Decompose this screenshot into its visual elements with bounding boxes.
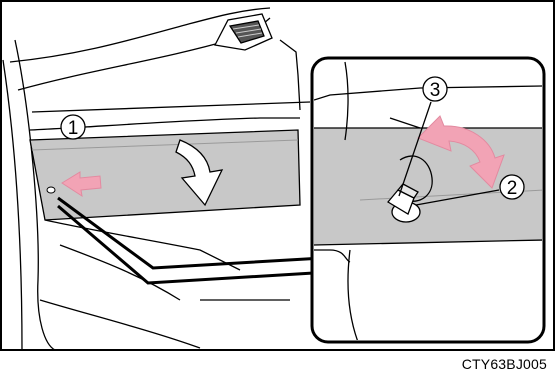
figure-code: CTY63BJ005 <box>462 356 547 372</box>
callout-2-label: 2 <box>507 178 518 199</box>
lower-dash <box>40 220 290 348</box>
inset-detail <box>312 58 544 342</box>
zoom-leader-lower <box>58 206 330 283</box>
door-line <box>3 60 22 350</box>
air-vent-icon <box>215 14 272 50</box>
dash-edge <box>280 40 300 110</box>
callout-1-label: 1 <box>68 118 79 139</box>
callout-2: 2 <box>500 175 524 199</box>
callout-1: 1 <box>61 115 85 139</box>
callout-3-label: 3 <box>430 80 441 101</box>
callout-3: 3 <box>423 77 447 101</box>
lock-spot <box>47 187 55 193</box>
